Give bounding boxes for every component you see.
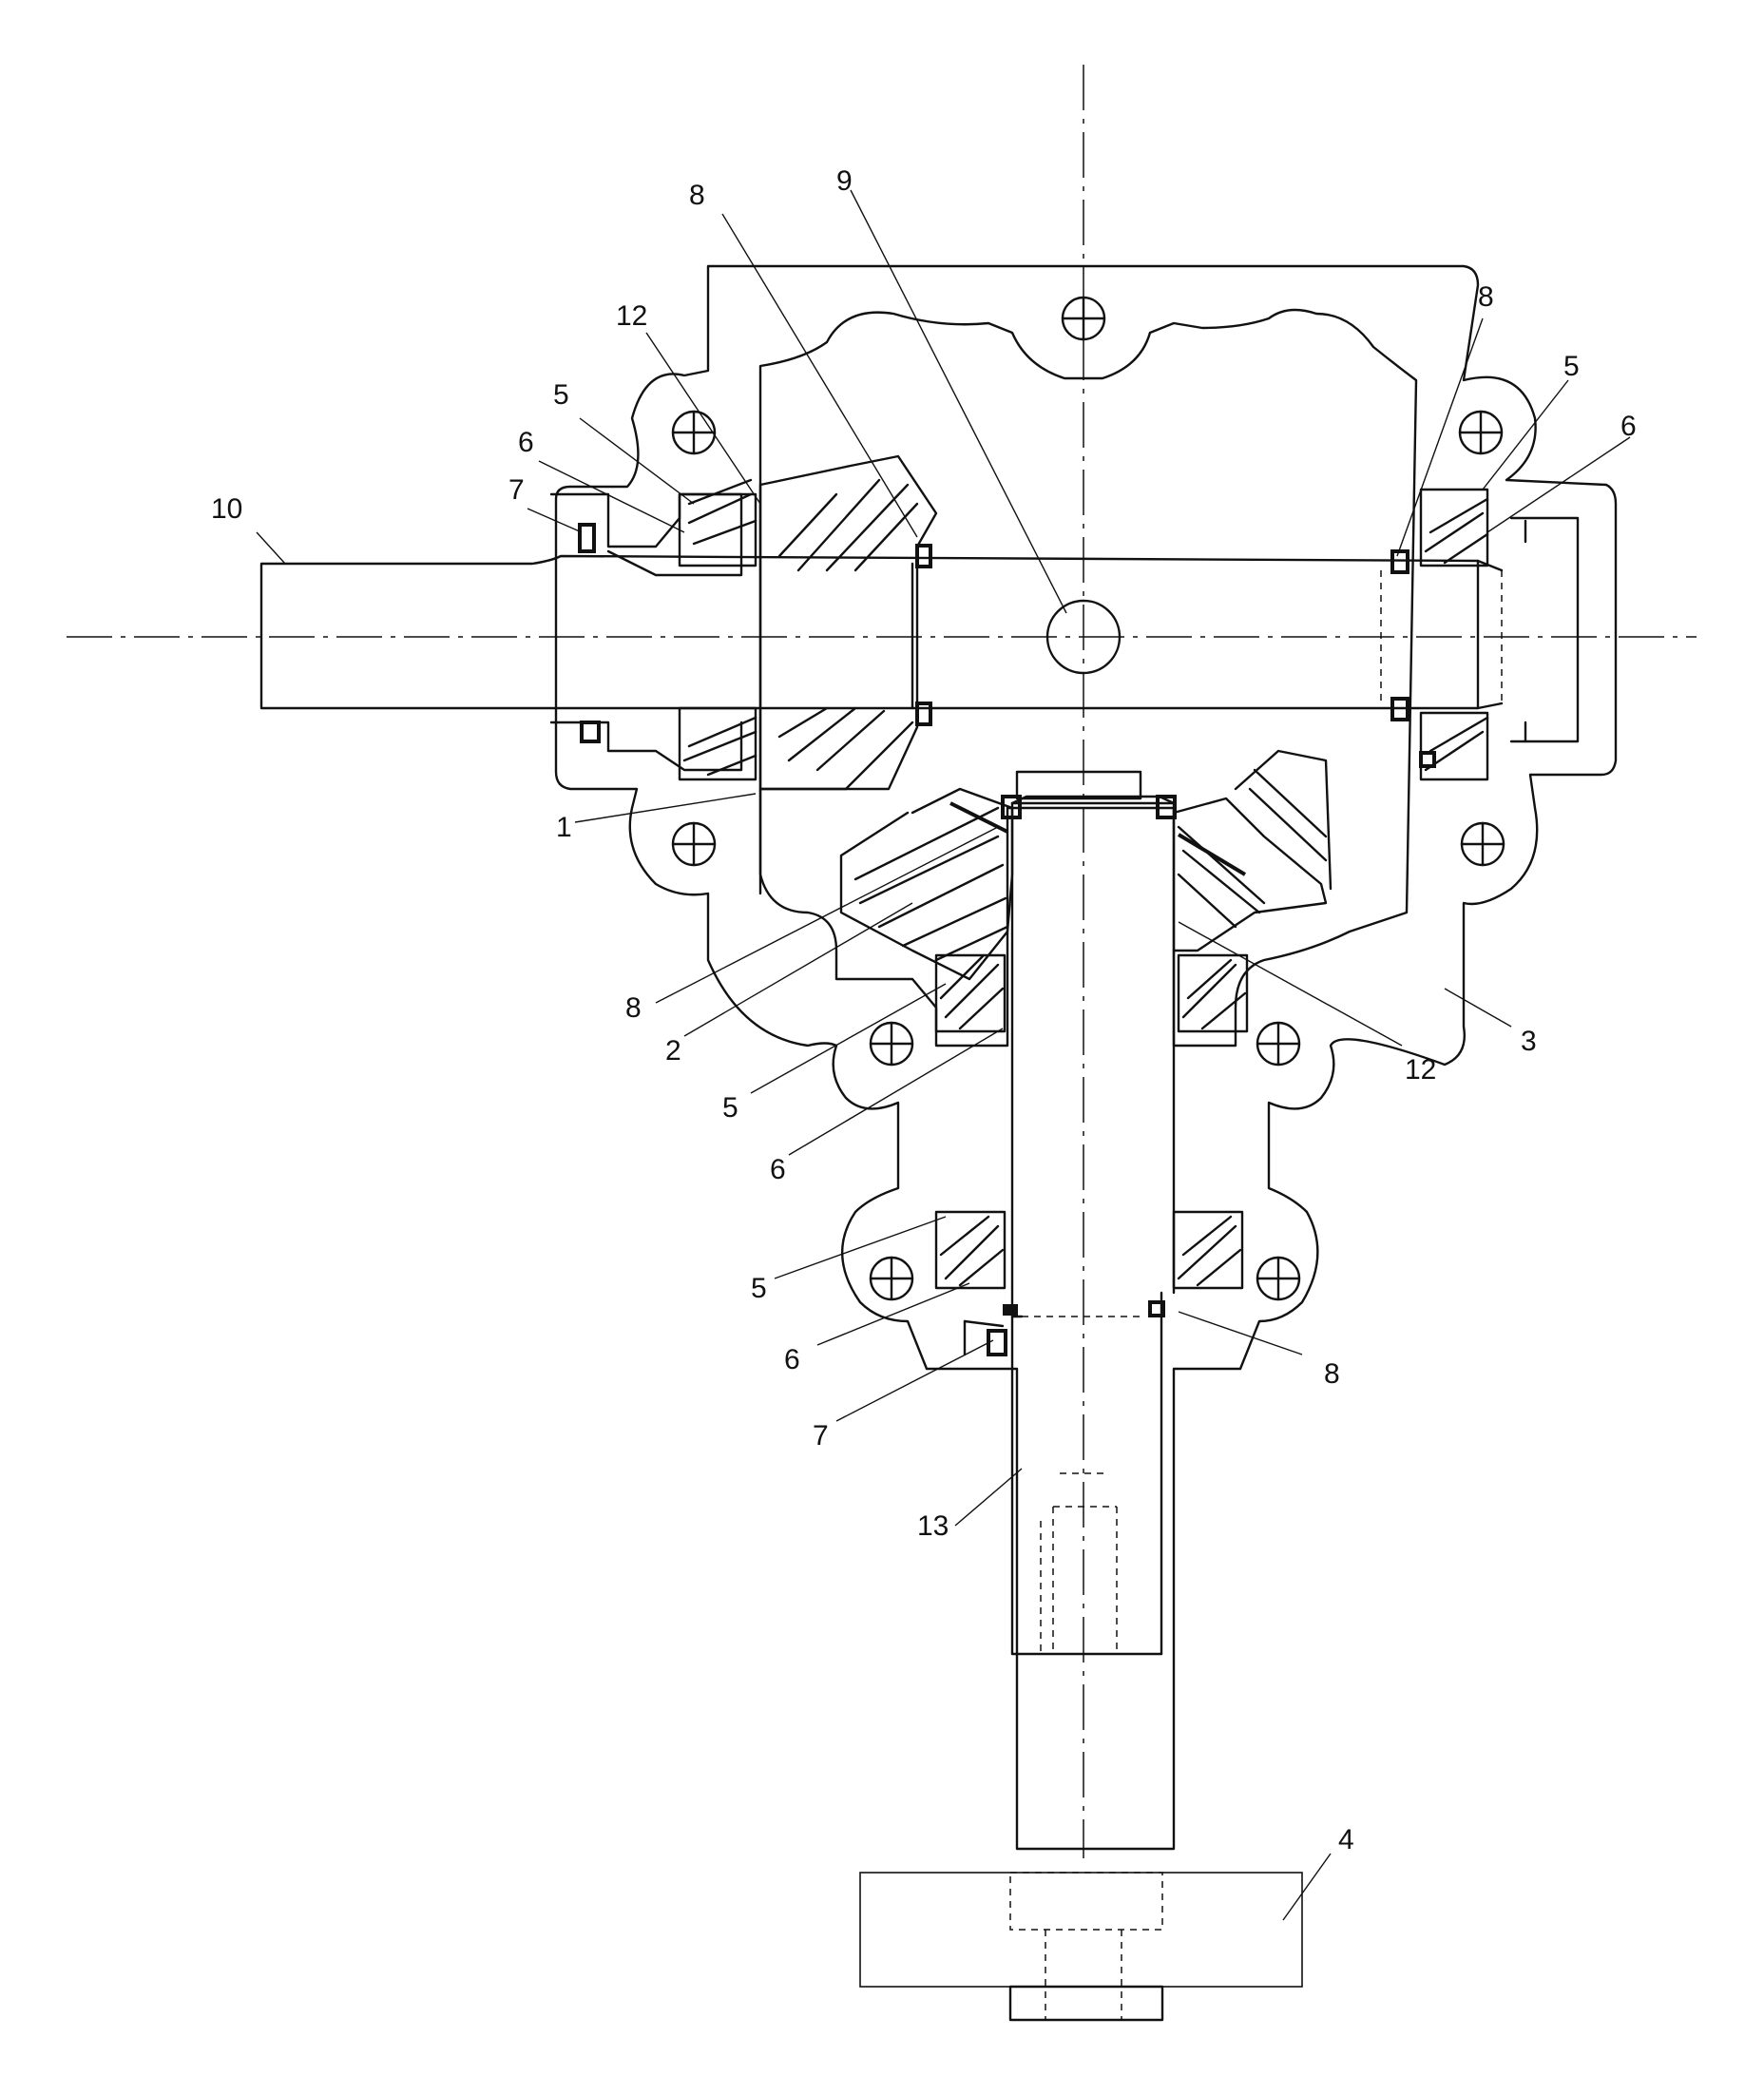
callout-4: 4 <box>1338 1824 1354 1855</box>
callout-5-mid: 5 <box>722 1092 738 1124</box>
callout-8-top: 8 <box>689 180 705 211</box>
center-circle <box>1045 599 1122 675</box>
callout-12-top: 12 <box>616 300 647 332</box>
callout-2: 2 <box>665 1035 681 1067</box>
left-bearing-seal <box>549 478 757 781</box>
callout-6-left-top: 6 <box>518 427 534 458</box>
callout-7-low: 7 <box>813 1420 829 1451</box>
callout-6-mid: 6 <box>770 1154 786 1185</box>
callout-10: 10 <box>211 493 242 525</box>
callout-8-low-right: 8 <box>1324 1358 1340 1390</box>
callout-12-right: 12 <box>1405 1054 1436 1086</box>
center-lines <box>67 65 1697 1858</box>
end-cap-right <box>1509 516 1580 743</box>
callout-9: 9 <box>836 165 853 197</box>
bolt-hole-lower-right <box>1256 1021 1301 1067</box>
bolt-hole-lower-left <box>869 1021 914 1067</box>
callout-8-mid-left: 8 <box>625 992 642 1024</box>
callout-5-left-top: 5 <box>553 379 569 411</box>
housing <box>554 264 1618 1851</box>
lower-output-bearings <box>934 1210 1244 1356</box>
right-bearing <box>1390 488 1489 781</box>
callout-8-right-top: 8 <box>1478 281 1494 313</box>
bolt-hole-top <box>1061 296 1106 341</box>
bolt-holes <box>671 296 1505 1301</box>
bolt-hole-mid-right <box>1460 821 1505 867</box>
bolt-hole-bottom-left <box>869 1256 914 1301</box>
callout-13: 13 <box>917 1510 949 1542</box>
bolt-hole-mid-left <box>671 821 717 867</box>
coupling-block <box>859 1872 1303 2022</box>
bolt-hole-bottom-right <box>1256 1256 1301 1301</box>
input-shaft <box>259 554 1504 710</box>
callout-labels: 1 2 3 4 5 6 7 8 9 10 12 8 5 6 8 12 5 6 5… <box>211 165 1637 1855</box>
upper-output-bearings <box>934 953 1249 1033</box>
callout-6-right-top: 6 <box>1620 411 1637 442</box>
callout-7-left-top: 7 <box>508 474 525 506</box>
output-bevel-gear <box>839 749 1333 981</box>
bolt-hole-upper-left <box>671 410 717 455</box>
callout-5-low: 5 <box>751 1273 767 1304</box>
leader-lines <box>256 189 1631 1921</box>
bolt-hole-upper-right <box>1458 410 1504 455</box>
callout-5-right-top: 5 <box>1563 351 1580 382</box>
callout-1: 1 <box>556 812 572 843</box>
input-bevel-gear <box>758 454 938 791</box>
callout-3: 3 <box>1521 1026 1537 1057</box>
output-shaft <box>1001 770 1177 1656</box>
callout-6-low: 6 <box>784 1344 800 1375</box>
